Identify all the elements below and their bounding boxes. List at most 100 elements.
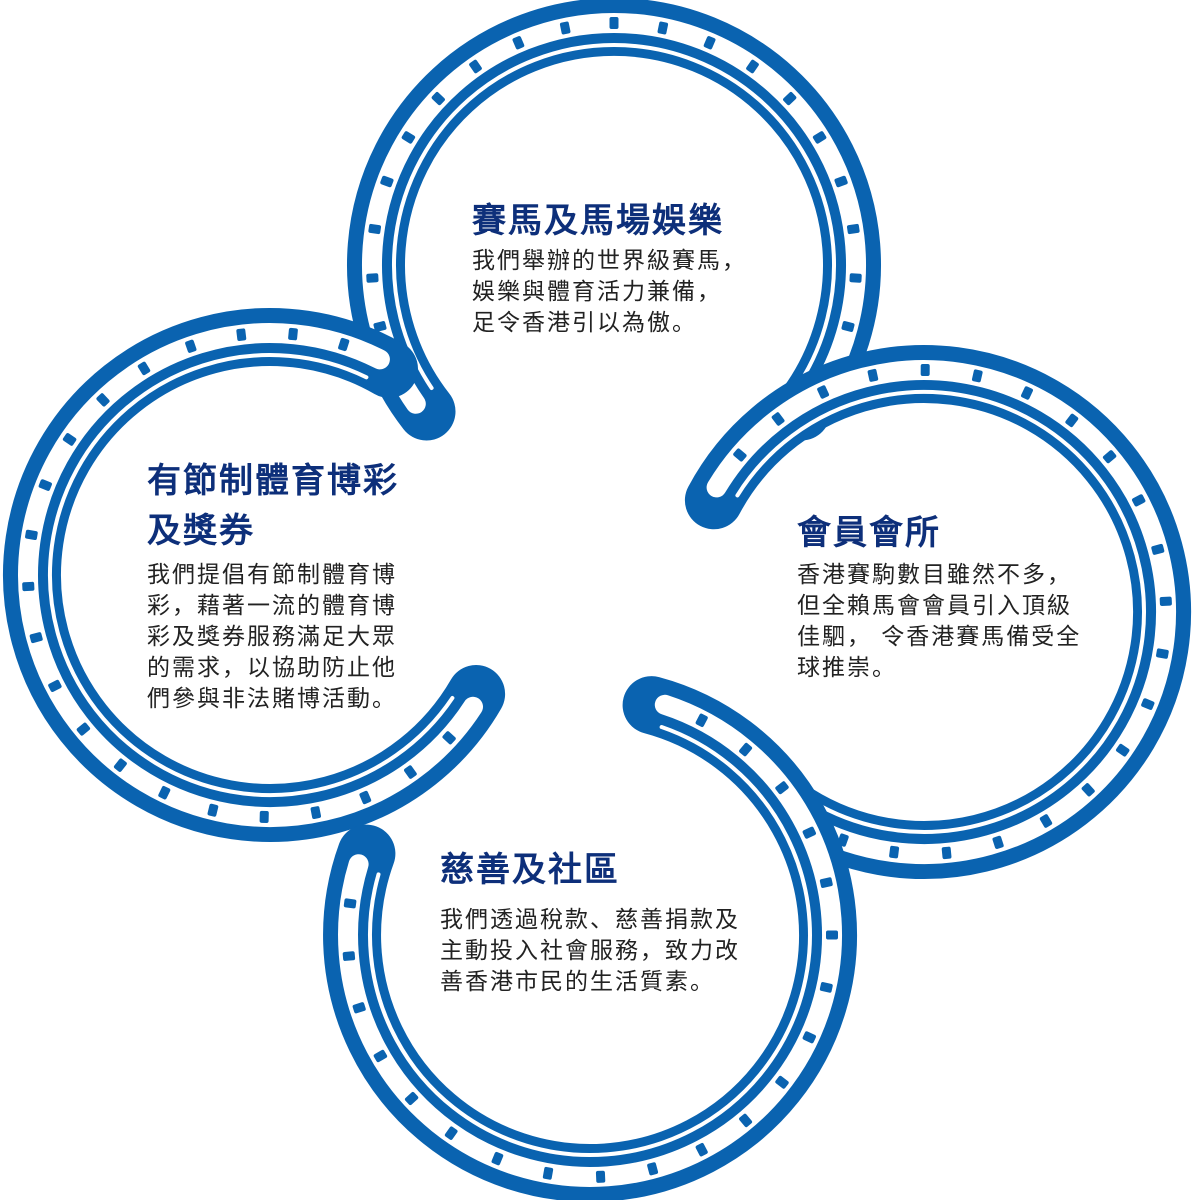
nail-hole bbox=[368, 223, 382, 235]
nail-hole bbox=[1131, 494, 1146, 507]
nail-hole bbox=[971, 369, 983, 383]
nail-hole bbox=[812, 131, 827, 144]
nail-hole bbox=[288, 327, 298, 341]
nail-hole bbox=[1151, 543, 1165, 555]
section-text-line: 善香港市民的生活質素。 bbox=[440, 969, 715, 995]
nail-hole bbox=[373, 1049, 388, 1063]
nail-hole bbox=[826, 930, 838, 940]
horseshoe-top bbox=[347, 0, 881, 441]
horseshoe-inner-line bbox=[367, 725, 812, 1158]
nail-hole bbox=[733, 448, 747, 462]
section-responsible-betting: 有節制體育博彩 及獎券 我們提倡有節制體育博 彩，藉著一流的體育博 彩及獎券服務… bbox=[147, 460, 399, 715]
section-charity-community: 慈善及社區 我們透過稅款、慈善捐款及 主動投入社會服務，致力改 善香港市民的生活… bbox=[440, 849, 740, 998]
nail-hole bbox=[1156, 648, 1169, 659]
nail-hole bbox=[366, 273, 379, 283]
nail-hole bbox=[817, 385, 830, 399]
nail-hole bbox=[609, 17, 619, 29]
section-title: 及獎券 bbox=[147, 511, 255, 551]
horseshoe-bottom bbox=[323, 676, 858, 1200]
section-membership-club: 會員會所 香港賽駒數目雖然不多， 但全賴馬會會員引入頂級 佳駟， 令香港賽馬備受… bbox=[797, 512, 1081, 684]
nail-hole bbox=[62, 433, 77, 446]
horseshoe-inner-line bbox=[48, 353, 455, 797]
nail-hole bbox=[802, 826, 816, 839]
nail-hole bbox=[647, 1162, 659, 1176]
nail-hole bbox=[343, 898, 357, 909]
section-text-line: 我們透過稅款、慈善捐款及 bbox=[440, 907, 740, 933]
nail-hole bbox=[380, 175, 394, 188]
nail-hole bbox=[1081, 783, 1095, 797]
section-text-line: 彩及獎券服務滿足大眾 bbox=[147, 624, 397, 650]
nail-hole bbox=[25, 529, 38, 541]
nail-hole bbox=[48, 679, 62, 692]
section-text-line: 娛樂與體育活力兼備， bbox=[472, 279, 722, 305]
section-text-line: 彩，藉著一流的體育博 bbox=[147, 593, 397, 619]
section-text-line: 的需求，以協助防止他 bbox=[147, 655, 397, 681]
nail-hole bbox=[359, 790, 372, 805]
nail-hole bbox=[259, 810, 269, 823]
nail-hole bbox=[352, 1002, 366, 1014]
nail-hole bbox=[137, 361, 151, 376]
nail-hole bbox=[695, 1142, 708, 1157]
section-title: 賽馬及馬場娛樂 bbox=[472, 201, 724, 241]
nail-hole bbox=[338, 337, 350, 352]
nail-hole bbox=[595, 1170, 606, 1183]
section-text-line: 足令香港引以為傲。 bbox=[472, 310, 697, 336]
nail-hole bbox=[1141, 698, 1155, 710]
nail-hole bbox=[96, 393, 110, 407]
nail-hole bbox=[236, 328, 247, 341]
horseshoe-inner-line bbox=[735, 389, 1146, 834]
nail-hole bbox=[775, 1075, 789, 1089]
nail-hole bbox=[920, 363, 930, 377]
nail-hole bbox=[834, 175, 848, 188]
nail-hole bbox=[1065, 413, 1079, 428]
nail-hole bbox=[783, 92, 797, 106]
section-text-line: 我們舉辦的世界級賽馬， bbox=[472, 248, 747, 274]
nail-hole bbox=[29, 632, 43, 644]
nail-hole bbox=[1021, 386, 1033, 400]
section-title: 慈善及社區 bbox=[440, 850, 620, 890]
nail-hole bbox=[469, 59, 482, 74]
section-text-line: 球推崇。 bbox=[797, 655, 897, 681]
section-racing-entertainment: 賽馬及馬場娛樂 我們舉辦的世界級賽馬， 娛樂與體育活力兼備， 足令香港引以為傲。 bbox=[472, 200, 747, 339]
nail-hole bbox=[841, 321, 855, 332]
section-text-line: 香港賽駒數目雖然不多， bbox=[797, 562, 1072, 588]
nail-hole bbox=[185, 339, 197, 353]
nail-hole bbox=[207, 803, 219, 817]
nail-hole bbox=[802, 1031, 816, 1044]
nail-hole bbox=[992, 835, 1004, 849]
nail-hole bbox=[431, 92, 445, 106]
nail-hole bbox=[404, 765, 417, 779]
nail-hole bbox=[695, 713, 708, 728]
horseshoe-inner-line bbox=[392, 42, 836, 390]
section-text-line: 但全賴馬會會員引入頂級 bbox=[797, 593, 1072, 619]
nail-hole bbox=[1115, 743, 1130, 757]
section-text-line: 佳駟， 令香港賽馬備受全 bbox=[797, 624, 1082, 650]
nail-hole bbox=[22, 581, 35, 592]
horseshoe-left bbox=[2, 308, 506, 842]
nail-hole bbox=[775, 781, 789, 795]
nail-hole bbox=[113, 758, 127, 772]
nail-hole bbox=[703, 36, 716, 50]
nail-hole bbox=[867, 368, 879, 382]
nail-hole bbox=[404, 1091, 419, 1106]
section-text-line: 主動投入社會服務，致力改 bbox=[440, 938, 740, 964]
nail-hole bbox=[373, 321, 387, 332]
nail-hole bbox=[158, 786, 171, 800]
horseshoe-right bbox=[684, 345, 1192, 879]
section-title: 有節制體育博彩 bbox=[147, 461, 399, 501]
nail-hole bbox=[512, 36, 525, 50]
section-text-line: 們參與非法賭博活動。 bbox=[147, 686, 397, 712]
nail-hole bbox=[819, 877, 833, 888]
nail-hole bbox=[442, 731, 456, 745]
nail-hole bbox=[401, 131, 416, 144]
nail-hole bbox=[76, 722, 91, 736]
nail-hole bbox=[941, 846, 952, 860]
nail-hole bbox=[657, 21, 669, 35]
nail-hole bbox=[542, 1166, 554, 1180]
nail-hole bbox=[491, 1151, 504, 1166]
nail-hole bbox=[310, 806, 322, 820]
nail-hole bbox=[559, 21, 571, 35]
nail-hole bbox=[739, 1113, 753, 1128]
nail-hole bbox=[1159, 596, 1172, 606]
